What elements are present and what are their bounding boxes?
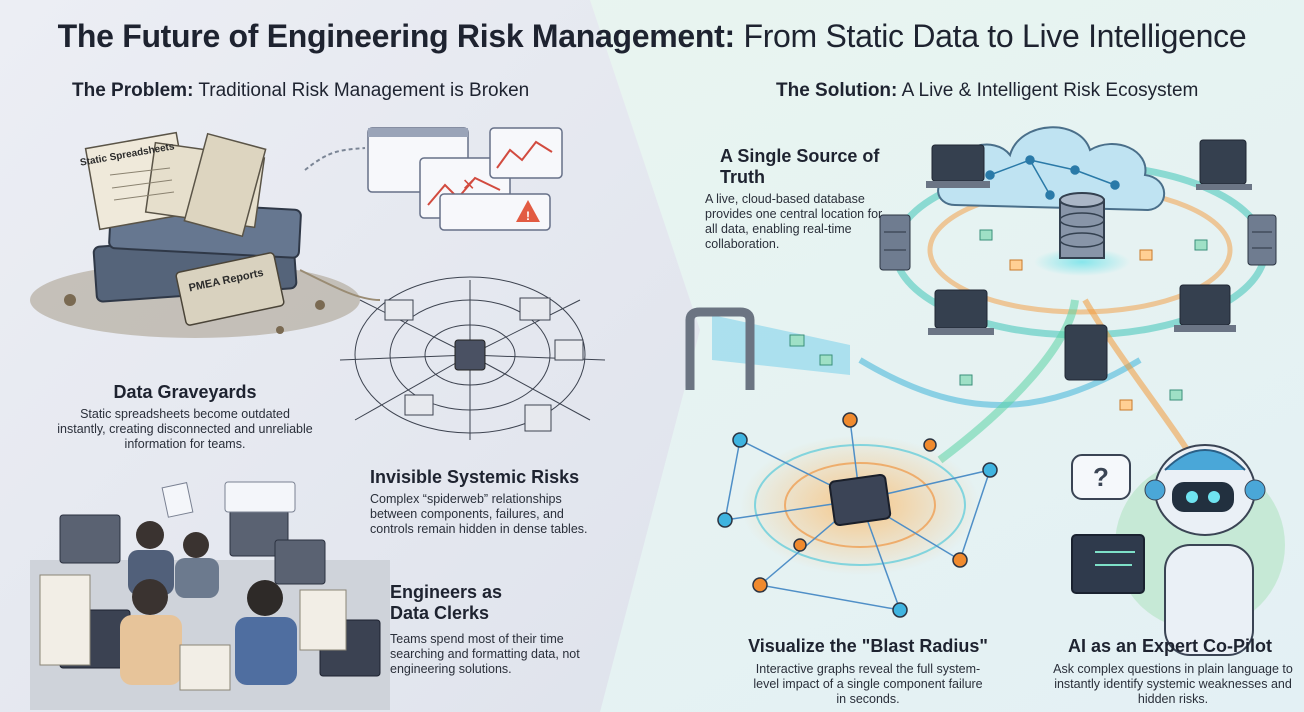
svg-text:!: !: [526, 209, 530, 223]
tablet-icon: [1064, 324, 1108, 381]
page-title: The Future of Engineering Risk Managemen…: [0, 18, 1304, 55]
problem-heading: The Problem: Traditional Risk Management…: [72, 80, 529, 102]
spiderweb-illustration: [299, 269, 606, 440]
page-title-rest: From Static Data to Live Intelligence: [734, 18, 1247, 54]
chip-icon: [828, 473, 892, 527]
blast-radius-illustration: [717, 412, 998, 618]
blast-title: Visualize the "Blast Radius": [748, 636, 988, 656]
paper-stack-icon: [84, 131, 267, 238]
laptop-icon: [1196, 139, 1252, 190]
server-icon: [1247, 214, 1277, 266]
server-icon: [879, 214, 911, 271]
engineers-illustration: [30, 481, 390, 710]
svg-text:?: ?: [1093, 462, 1109, 492]
robot-icon: [1144, 444, 1266, 656]
problem-heading-bold: The Problem:: [72, 80, 194, 101]
solution-heading-rest: A Live & Intelligent Risk Ecosystem: [897, 80, 1199, 101]
ai-copilot-illustration: ?: [1071, 444, 1285, 656]
clerks-title: Engineers as Data Clerks: [390, 582, 503, 623]
blast-text: Interactive graphs reveal the full syste…: [753, 662, 983, 706]
page-title-bold: The Future of Engineering Risk Managemen…: [57, 18, 736, 54]
graveyards-text: Static spreadsheets become outdated inst…: [57, 407, 313, 451]
database-icon: [1034, 192, 1130, 276]
problem-heading-rest: Traditional Risk Management is Broken: [193, 80, 530, 101]
truth-text: A live, cloud-based database provides on…: [705, 192, 883, 251]
svg-text:✕: ✕: [462, 177, 475, 194]
chip-icon: [454, 339, 486, 371]
solution-heading: The Solution: A Live & Intelligent Risk …: [776, 80, 1198, 102]
ai-text: Ask complex questions in plain language …: [1053, 662, 1293, 706]
graveyards-title: Data Graveyards: [113, 382, 257, 402]
outdated-windows-illustration: ✕ !: [304, 127, 563, 231]
solution-heading-bold: The Solution:: [776, 80, 898, 101]
data-graveyard-illustration: PMEA Reports Static Spreadsheets: [30, 131, 360, 338]
ai-title: AI as an Expert Co-Pilot: [1067, 636, 1273, 656]
laptop-icon: [1174, 284, 1236, 332]
chat-bubble-icon: ?: [1071, 454, 1131, 500]
laptop-icon: [928, 289, 994, 335]
truth-title: A Single Source of Truth: [720, 146, 880, 187]
cloud-icon: [937, 126, 1166, 212]
laptop-icon: [926, 144, 990, 188]
clerks-text: Teams spend most of their time searching…: [390, 632, 580, 676]
systemic-text: Complex “spiderweb” relationships betwee…: [370, 492, 588, 536]
warning-icon: [516, 200, 540, 222]
systemic-title: Invisible Systemic Risks: [370, 467, 580, 487]
ecosystem-illustration: [685, 126, 1277, 472]
